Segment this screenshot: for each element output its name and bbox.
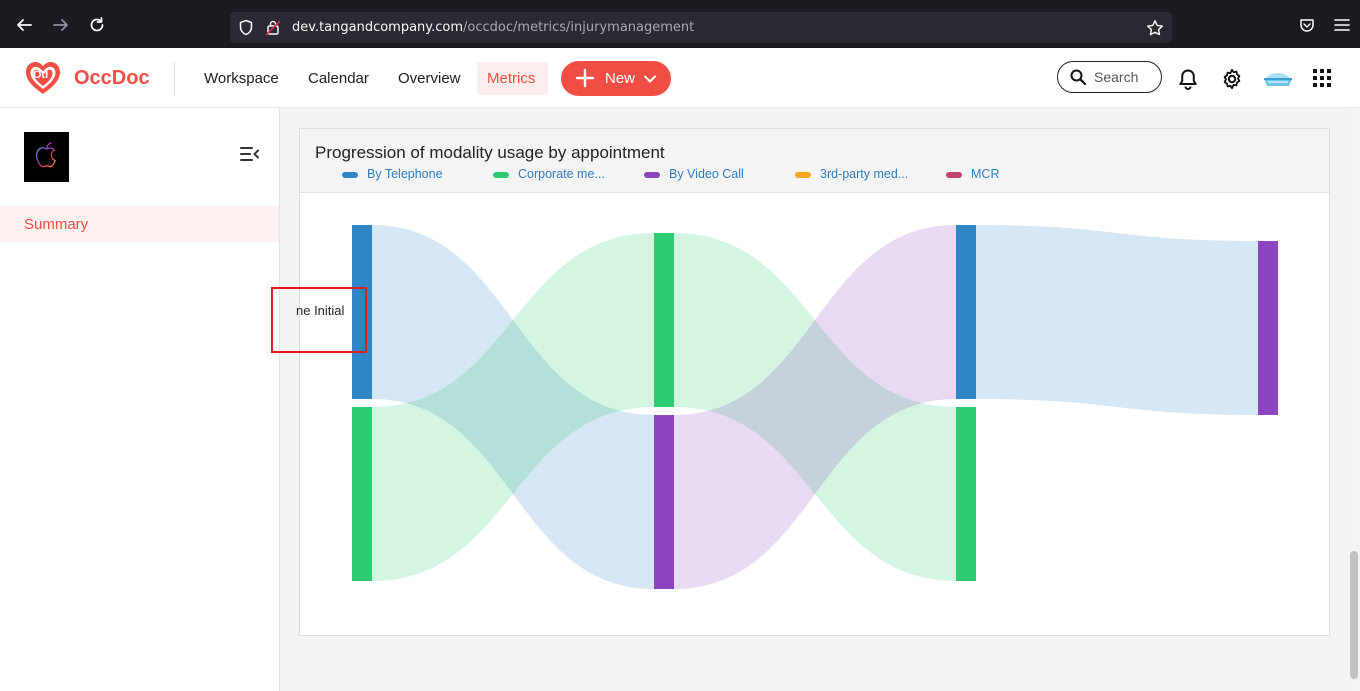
occdoc-logo-icon[interactable]: Od: [24, 60, 62, 96]
reload-icon[interactable]: [86, 14, 108, 36]
forward-icon[interactable]: [50, 14, 72, 36]
gear-icon[interactable]: [1221, 68, 1243, 90]
chevron-down-icon: [644, 75, 656, 83]
legend-swatch: [342, 172, 358, 178]
sankey-node-stage1-telephone[interactable]: [352, 225, 372, 399]
sidebar: Summary: [0, 108, 280, 691]
chart-card: Progression of modality usage by appoint…: [299, 128, 1330, 636]
nav-metrics[interactable]: Metrics: [477, 62, 548, 95]
sankey-link-corporate-to-corporate[interactable]: [372, 233, 654, 581]
legend-label: Corporate me...: [518, 167, 605, 181]
legend-swatch: [644, 172, 660, 178]
node-tooltip: ne Initial: [296, 303, 345, 318]
search-label: Search: [1094, 69, 1139, 85]
nav-metrics-label: Metrics: [487, 70, 536, 87]
sankey-link-telephone-to-videocall[interactable]: [372, 225, 654, 589]
highlight-box: [271, 287, 367, 353]
legend-label: By Telephone: [367, 167, 443, 181]
search-icon: [1070, 69, 1086, 85]
lock-icon[interactable]: [266, 19, 280, 36]
user-avatar-icon[interactable]: [1262, 68, 1294, 90]
browser-toolbar: dev.tangandcompany.com/occdoc/metrics/in…: [0, 0, 1360, 48]
main-content: Progression of modality usage by appoint…: [280, 108, 1348, 691]
page-scrollbar[interactable]: [1348, 108, 1360, 691]
legend-swatch: [795, 172, 811, 178]
brand-name[interactable]: OccDoc: [74, 67, 150, 89]
plus-icon: [575, 68, 595, 88]
sankey-chart: [352, 225, 1278, 589]
sankey-node-stage4-videocall[interactable]: [1258, 241, 1278, 415]
collapse-sidebar-icon[interactable]: [240, 146, 259, 162]
nav-calendar[interactable]: Calendar: [308, 70, 369, 87]
sankey-link-videocall-to-telephone[interactable]: [674, 225, 956, 589]
sidebar-item-label: Summary: [24, 216, 89, 233]
sidebar-item-summary[interactable]: Summary: [0, 206, 279, 242]
nav-workspace[interactable]: Workspace: [204, 70, 279, 87]
sankey-node-stage2-videocall[interactable]: [654, 415, 674, 589]
app-header: Od OccDoc Workspace Calendar Overview Me…: [0, 48, 1360, 108]
apps-grid-icon[interactable]: [1312, 68, 1334, 90]
new-button-label: New: [605, 70, 636, 87]
legend-swatch: [946, 172, 962, 178]
header-divider: [174, 62, 175, 96]
address-bar[interactable]: dev.tangandcompany.com/occdoc/metrics/in…: [230, 12, 1172, 43]
chart-title: Progression of modality usage by appoint…: [315, 143, 665, 162]
chart-card-header: Progression of modality usage by appoint…: [300, 129, 1329, 193]
company-logo[interactable]: [24, 132, 69, 182]
sankey-node-stage1-corporate[interactable]: [352, 407, 372, 581]
back-icon[interactable]: [13, 14, 35, 36]
scrollbar-thumb[interactable]: [1350, 551, 1358, 679]
bell-icon[interactable]: [1177, 68, 1199, 90]
sankey-node-stage3-telephone[interactable]: [956, 225, 976, 399]
nav-overview[interactable]: Overview: [398, 70, 461, 87]
sankey-node-stage2-corporate[interactable]: [654, 233, 674, 407]
shield-icon[interactable]: [238, 19, 254, 36]
new-button[interactable]: New: [561, 61, 671, 96]
pocket-icon[interactable]: [1296, 14, 1318, 36]
bookmark-star-icon[interactable]: [1146, 19, 1164, 37]
legend-label: MCR: [971, 167, 1000, 181]
sankey-node-stage3-corporate[interactable]: [956, 407, 976, 581]
search-button[interactable]: Search: [1057, 61, 1162, 93]
sankey-link-telephone-to-videocall-stage4[interactable]: [976, 225, 1258, 415]
legend-label: 3rd-party med...: [820, 167, 909, 181]
url-text: dev.tangandcompany.com/occdoc/metrics/in…: [292, 20, 695, 35]
legend-swatch: [493, 172, 509, 178]
legend-label: By Video Call: [669, 167, 744, 181]
menu-icon[interactable]: [1331, 14, 1353, 36]
sankey-link-corporate-to-corporate-stage3[interactable]: [674, 233, 956, 581]
